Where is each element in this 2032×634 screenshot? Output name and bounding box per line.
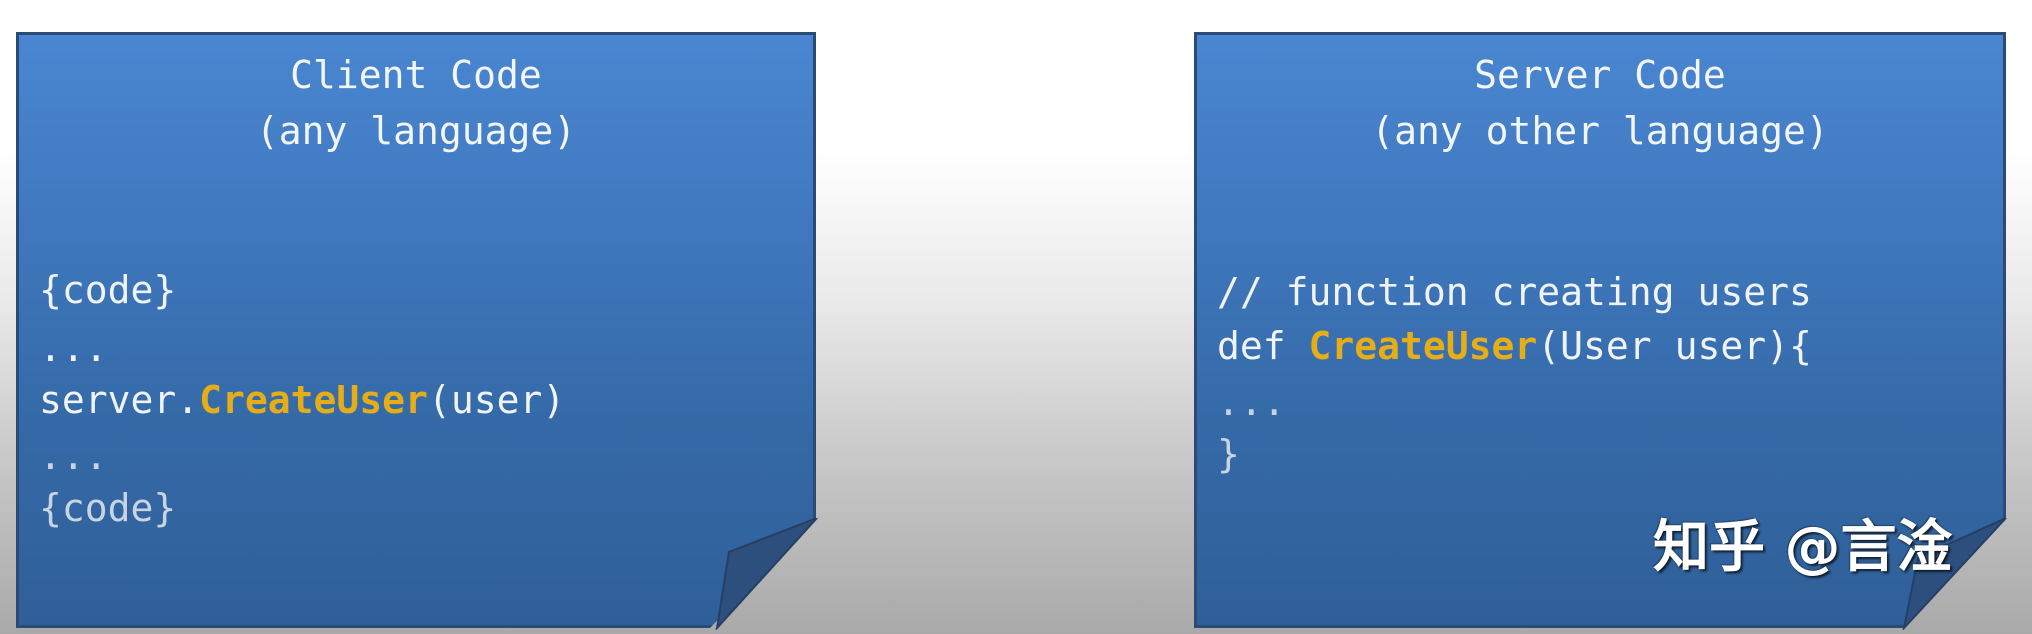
client-code-line-1: {code} xyxy=(39,268,177,312)
server-note-title: Server Code xyxy=(1474,53,1726,97)
server-code-line-2: def CreateUser(User user){ xyxy=(1217,319,1812,373)
zhihu-watermark: 知乎 @言淦 xyxy=(1653,515,1953,580)
server-code-line-3: ... xyxy=(1217,380,1286,424)
server-def-keyword: def xyxy=(1217,324,1309,368)
server-code-params: (User user){ xyxy=(1537,324,1812,368)
client-code-line-4: ... xyxy=(39,434,108,478)
server-note-subtitle: (any other language) xyxy=(1371,109,1829,153)
client-code-line-5: {code} xyxy=(39,486,177,530)
client-code-receiver: server. xyxy=(39,378,200,422)
server-code-line-4: } xyxy=(1217,432,1240,476)
client-code-args: (user) xyxy=(427,378,566,422)
server-code-note: Server Code (any other language) // func… xyxy=(1194,32,2006,628)
client-code-line-3: server.CreateUser(user) xyxy=(39,373,565,427)
client-create-user-call: CreateUser xyxy=(199,378,428,422)
client-code-line-2: ... xyxy=(39,326,108,370)
server-create-user-def: CreateUser xyxy=(1308,324,1538,368)
client-note-title: Client Code xyxy=(290,53,542,97)
client-code-note: Client Code (any language) {code} ... se… xyxy=(16,32,816,628)
client-note-subtitle: (any language) xyxy=(255,109,577,153)
server-code-line-1: // function creating users xyxy=(1217,270,1812,314)
